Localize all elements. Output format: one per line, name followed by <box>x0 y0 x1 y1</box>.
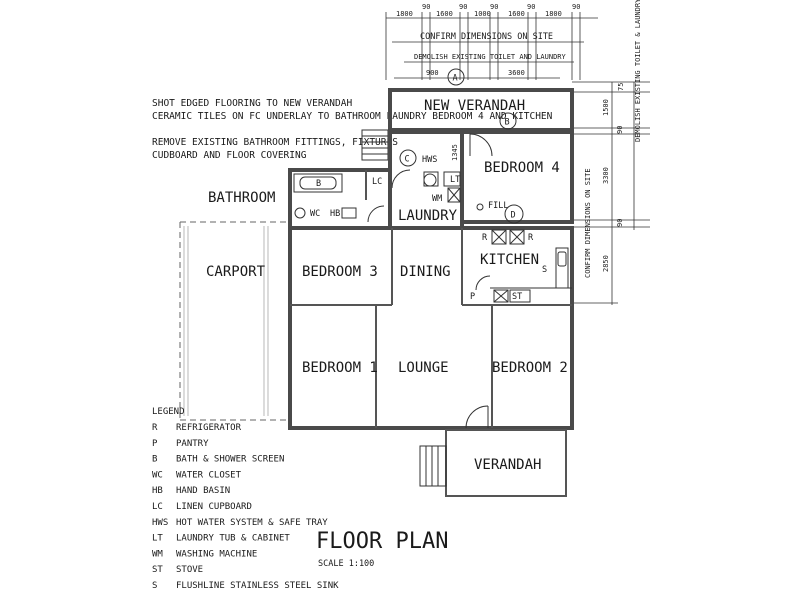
plan-scale: SCALE 1:100 <box>318 559 374 569</box>
top-dim-1: 1800 <box>396 10 413 18</box>
dim-3600: 3600 <box>508 69 525 77</box>
note-remove: REMOVE EXISTING BATHROOM FITTINGS, FIXTU… <box>152 137 398 148</box>
room-bathroom: BATHROOM <box>208 190 275 206</box>
right-dim-3300: 3300 <box>602 167 610 184</box>
right-dim-75: 75 <box>617 83 625 91</box>
room-new-verandah: NEW VERANDAH <box>424 98 525 114</box>
note-flooring: SHOT EDGED FLOORING TO NEW VERANDAH <box>152 98 352 109</box>
room-bedroom-4: BEDROOM 4 <box>484 160 560 176</box>
legend-code: LC <box>152 502 163 512</box>
label-pantry: P <box>470 292 475 302</box>
legend: LEGEND R REFRIGERATOR P PANTRY B BATH & SHOWE… <box>152 407 339 591</box>
label-r2: R <box>528 233 534 243</box>
label-sink: S <box>542 265 547 275</box>
note-cupboard: CUDBOARD AND FLOOR COVERING <box>152 150 307 161</box>
legend-text: WATER CLOSET <box>176 470 242 480</box>
right-demolish-note: DEMOLISH EXISTING TOILET & LAUNDRY <box>634 0 642 142</box>
top-dim-7: 1600 <box>508 10 525 18</box>
marker-b: B <box>505 118 510 128</box>
right-dim-1500: 1500 <box>602 99 610 116</box>
right-confirm-note: CONFIRM DIMENSIONS ON SITE <box>584 168 592 278</box>
legend-text: BATH & SHOWER SCREEN <box>176 455 284 465</box>
room-bedroom-1: BEDROOM 1 <box>302 360 378 376</box>
legend-text: HAND BASIN <box>176 486 230 496</box>
room-bedroom-3: BEDROOM 3 <box>302 264 378 280</box>
label-wc: WC <box>310 209 320 219</box>
room-lounge: LOUNGE <box>398 360 449 376</box>
front-verandah-area: VERANDAH <box>419 429 567 497</box>
label-stove: ST <box>512 292 522 302</box>
bedroom-4-area: BEDROOM 4 1345 <box>451 130 574 224</box>
top-dim-8: 90 <box>527 3 535 11</box>
label-wm: WM <box>432 194 442 204</box>
room-bedroom-2: BEDROOM 2 <box>492 360 568 376</box>
room-verandah: VERANDAH <box>474 457 541 473</box>
plan-title: FLOOR PLAN <box>316 529 448 554</box>
legend-code: HWS <box>152 518 168 528</box>
top-dim-2: 90 <box>422 3 430 11</box>
room-dining: DINING <box>400 264 451 280</box>
right-dim-90b: 90 <box>616 219 624 227</box>
bathroom-area: BATHROOM B LC WC HB <box>208 168 392 230</box>
legend-text: FLUSHLINE STAINLESS STEEL SINK <box>176 581 339 591</box>
top-dim-10: 90 <box>572 3 580 11</box>
top-dim-6: 90 <box>490 3 498 11</box>
top-confirm-note: CONFIRM DIMENSIONS ON SITE <box>420 32 553 42</box>
legend-text: REFRIGERATOR <box>176 423 242 433</box>
legend-title: LEGEND <box>152 407 185 417</box>
dim-900: 900 <box>426 69 439 77</box>
top-dim-4: 90 <box>459 3 467 11</box>
label-hws: HWS <box>422 155 437 165</box>
marker-c: C <box>405 155 410 165</box>
legend-text: HOT WATER SYSTEM & SAFE TRAY <box>176 518 328 528</box>
label-fill: FILL <box>488 201 508 211</box>
label-lc: LC <box>372 177 382 187</box>
right-dim-2850: 2850 <box>602 255 610 272</box>
legend-code: LT <box>152 534 163 544</box>
room-kitchen: KITCHEN <box>480 252 539 268</box>
label-hb: HB <box>330 209 340 219</box>
room-carport: CARPORT <box>206 264 266 280</box>
legend-text: LINEN CUPBOARD <box>176 502 252 512</box>
carport-area: CARPORT <box>179 221 290 421</box>
label-bath: B <box>316 179 321 189</box>
top-dim-3: 1600 <box>436 10 453 18</box>
construction-notes: SHOT EDGED FLOORING TO NEW VERANDAH CERA… <box>152 98 553 161</box>
legend-text: LAUNDRY TUB & CABINET <box>176 534 290 544</box>
legend-code: B <box>152 455 157 465</box>
right-dimension-string: 75 1500 90 3300 90 2850 CONFIRM DIMENSIO… <box>572 0 650 305</box>
marker-d: D <box>511 211 516 221</box>
right-dim-90a: 90 <box>616 126 624 134</box>
legend-text: STOVE <box>176 565 203 575</box>
label-r1: R <box>482 233 488 243</box>
legend-code: ST <box>152 565 163 575</box>
demolish-top-note: DEMOLISH EXISTING TOILET AND LAUNDRY <box>414 53 567 61</box>
legend-code: WM <box>152 549 163 559</box>
label-lt: LT <box>450 175 460 185</box>
legend-code: P <box>152 439 158 449</box>
top-dim-5: 1000 <box>474 10 491 18</box>
legend-code: WC <box>152 470 163 480</box>
legend-text: WASHING MACHINE <box>176 549 257 559</box>
room-laundry: LAUNDRY <box>398 208 458 224</box>
note-tiles: CERAMIC TILES ON FC UNDERLAY TO BATHROOM… <box>152 111 553 122</box>
new-verandah-area: NEW VERANDAH B <box>361 88 574 161</box>
top-dim-9: 1800 <box>545 10 562 18</box>
top-dimension-string: 1800 90 1600 90 1000 90 1600 90 1800 90 … <box>385 3 598 86</box>
legend-code: HB <box>152 486 163 496</box>
main-house: BEDROOM 3 DINING KITCHEN BEDROOM 1 LOUNG… <box>288 201 574 430</box>
legend-text: PANTRY <box>176 439 209 449</box>
legend-code: R <box>152 423 158 433</box>
legend-code: S <box>152 581 157 591</box>
marker-a: A <box>453 74 458 84</box>
dim-1345: 1345 <box>451 144 459 161</box>
